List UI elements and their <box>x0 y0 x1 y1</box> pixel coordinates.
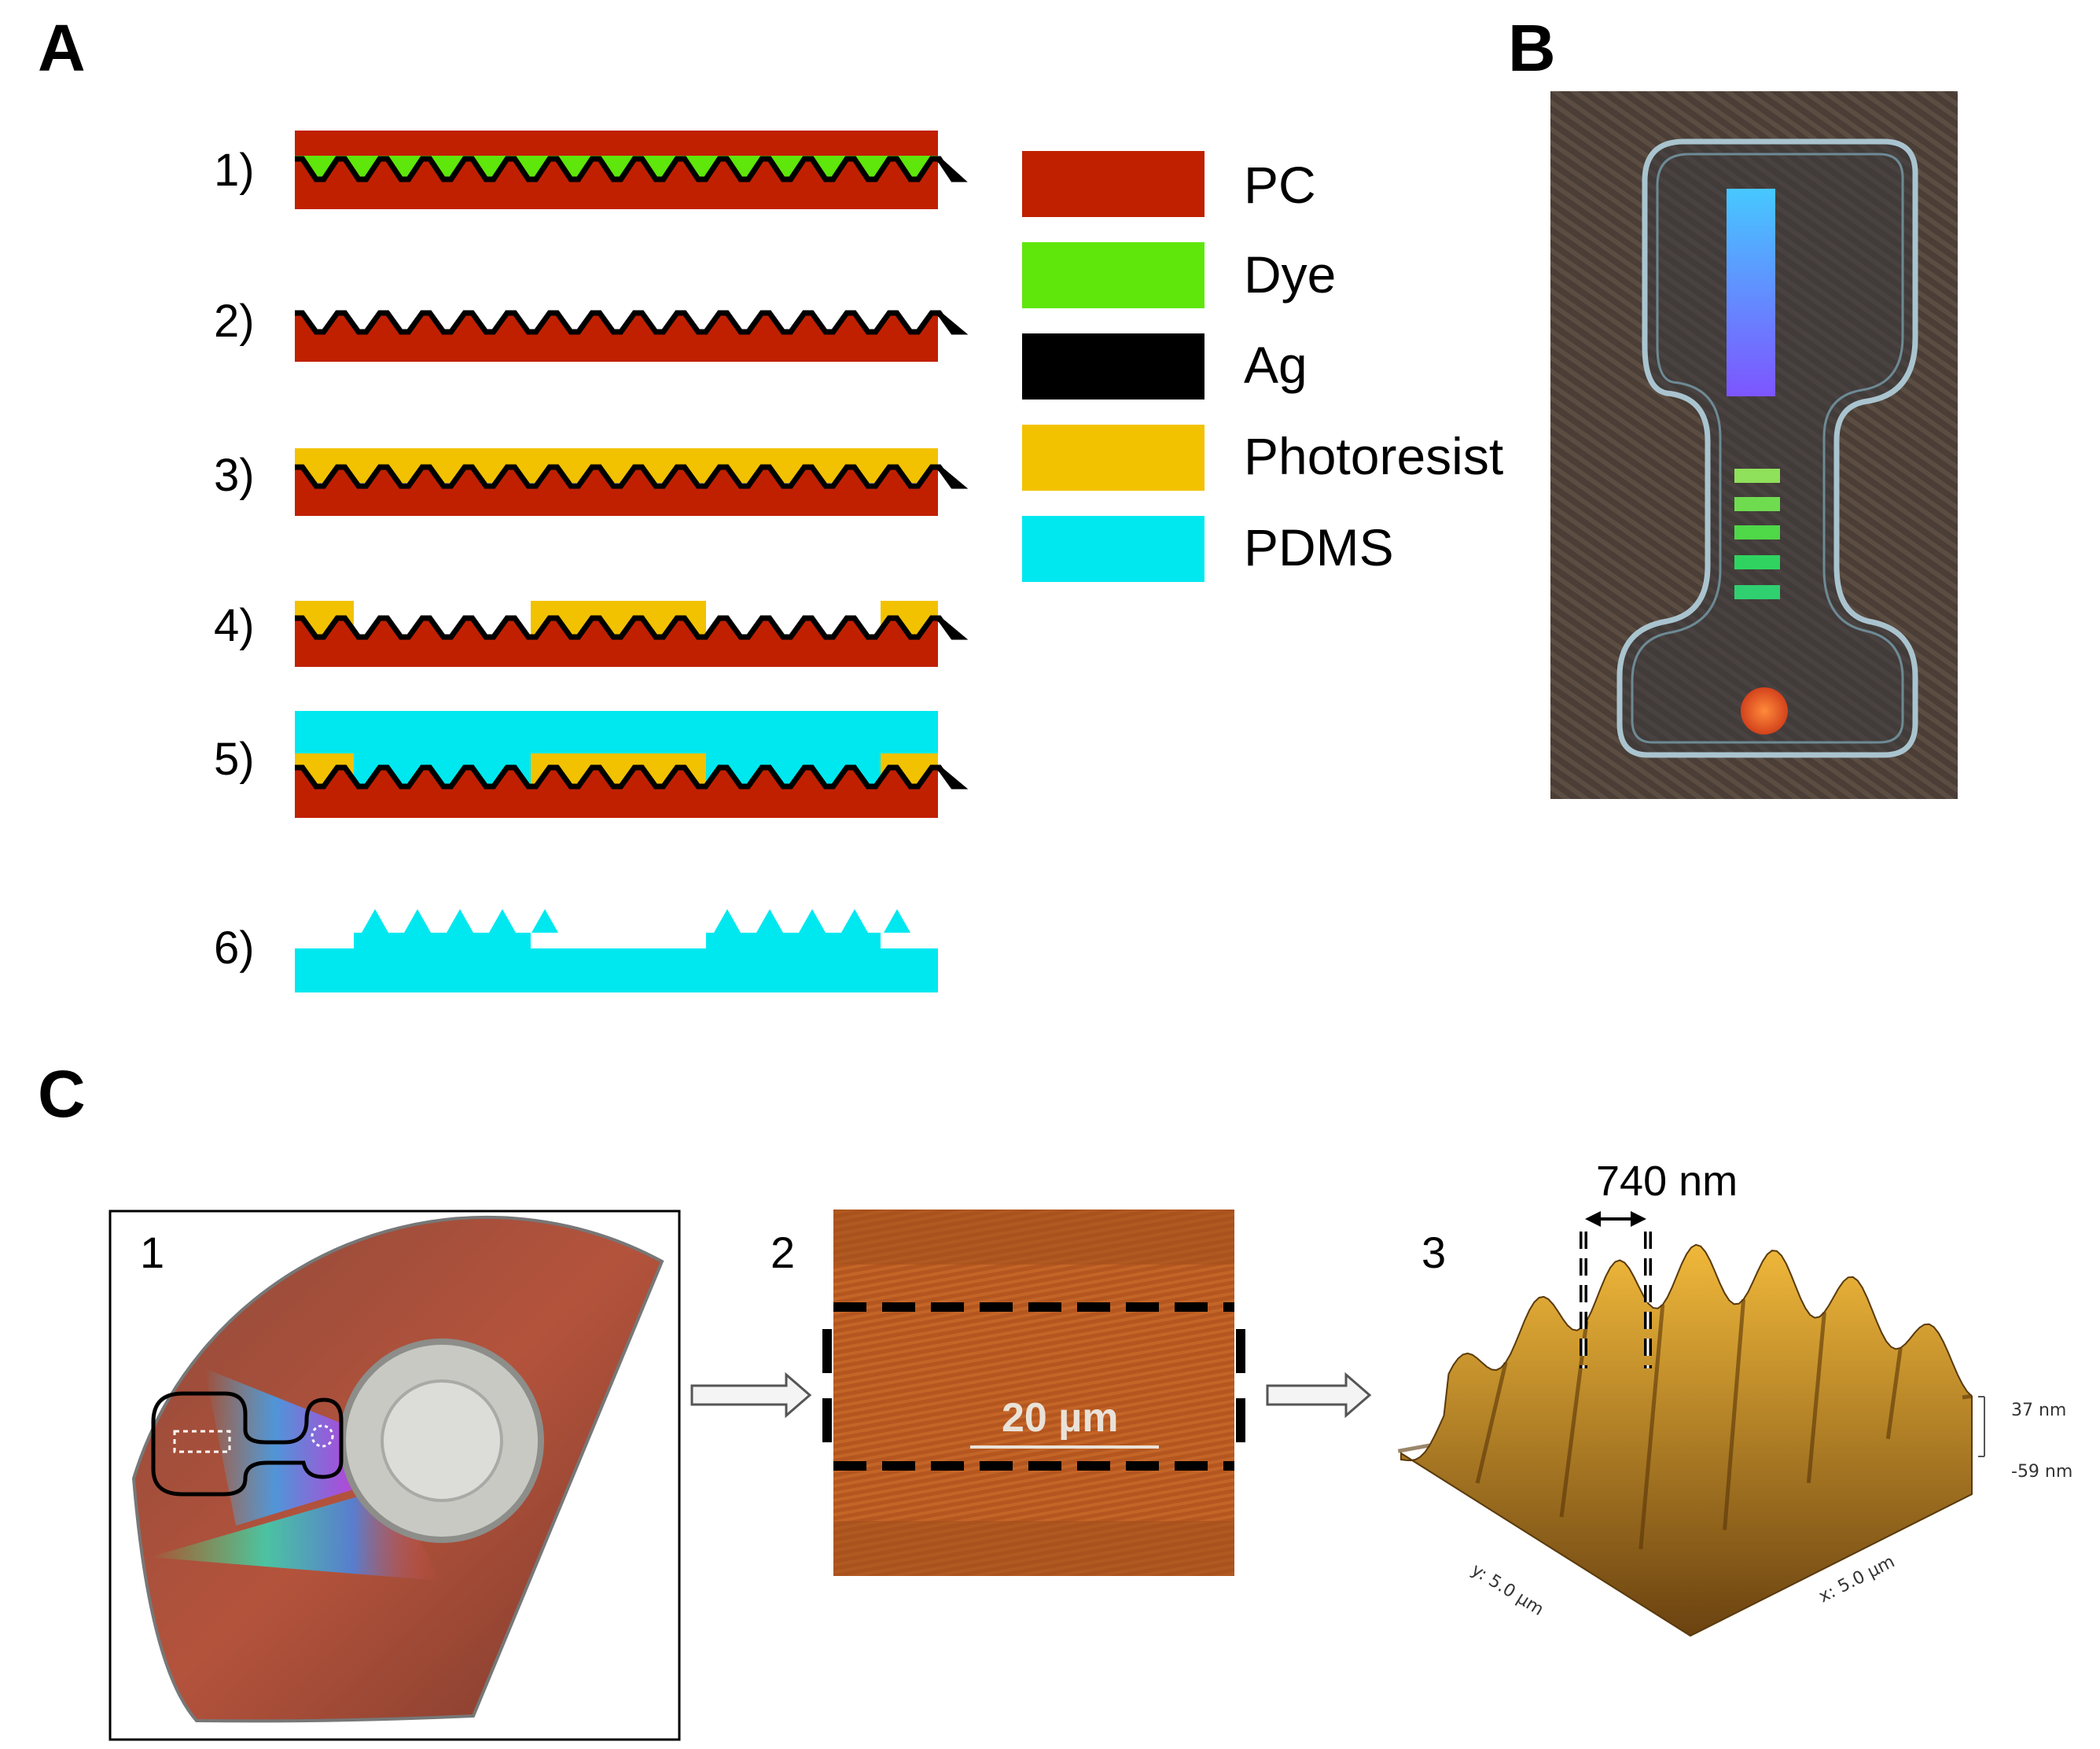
step5-pc <box>295 768 961 818</box>
panel-b-letter: B <box>1508 11 1556 85</box>
legend-label-dye: Dye <box>1244 245 1336 304</box>
scale-bar-label: 20 µm <box>1002 1395 1118 1441</box>
step-label-1: 1) <box>214 145 255 196</box>
microscope-image: 20 µm <box>822 1210 1245 1576</box>
afm-ridge-shadow <box>1723 1298 1746 1530</box>
step-label-4: 4) <box>214 600 255 651</box>
microscope-band-bottom <box>833 1521 1234 1576</box>
step-labels: 1) 2) 3) 4) 5) 6) <box>214 145 255 974</box>
step1-ag <box>295 156 968 182</box>
legend: PC Dye Ag Photoresist PDMS <box>1022 151 1503 582</box>
step5-pdms <box>295 711 938 755</box>
afm-ridge-shadow <box>1638 1304 1665 1550</box>
step-label-6: 6) <box>214 922 255 974</box>
legend-label-pdms: PDMS <box>1244 518 1394 576</box>
step3-photoresist <box>295 448 938 483</box>
legend-swatch-ag <box>1022 333 1204 400</box>
sub-label-3: 3 <box>1421 1228 1446 1277</box>
step2-pc <box>295 313 961 362</box>
panel-c-letter: C <box>38 1057 86 1131</box>
afm-ridge-shadow <box>1885 1347 1903 1439</box>
panel-a-letter: A <box>38 11 86 85</box>
cd-photo-frame <box>108 1210 681 1741</box>
sub-label-2: 2 <box>770 1228 795 1277</box>
device-outline-on-cd <box>151 1391 344 1497</box>
cd-center-hole <box>381 1379 503 1502</box>
cd-photo <box>131 1215 664 1723</box>
arrow-2-to-3 <box>1266 1372 1372 1419</box>
grating-region-dashed <box>173 1430 231 1453</box>
microscope-band-top <box>833 1210 1234 1265</box>
y-axis-label: y: 5.0 µm <box>1468 1560 1547 1620</box>
step1-pc-top <box>295 131 938 156</box>
device-photo <box>1550 91 1958 799</box>
step1-pc <box>295 159 961 209</box>
chamber-inner-outline <box>1631 153 1904 744</box>
afm-ridge-shadow <box>1475 1361 1508 1484</box>
legend-label-pc: PC <box>1244 156 1316 214</box>
step3-ag <box>295 464 969 489</box>
step2-ag <box>295 310 969 335</box>
period-label: 740 nm <box>1596 1158 1738 1205</box>
step-label-2: 2) <box>214 296 255 347</box>
legend-swatch-dye <box>1022 242 1204 308</box>
step-label-3: 3) <box>214 450 255 501</box>
period-arrow-right-head <box>1631 1211 1646 1227</box>
z-max-label: 37 nm <box>2011 1401 2066 1420</box>
legend-swatch-pdms <box>1022 516 1204 582</box>
step4-ag <box>295 615 969 640</box>
sub-label-1: 1 <box>140 1228 164 1277</box>
afm-image: 37 nm -59 nm y: 5.0 µm x: 5.0 µm <box>1397 1211 2072 1637</box>
step1-dye <box>295 156 938 179</box>
legend-label-photoresist: Photoresist <box>1244 427 1503 485</box>
step4-pc <box>295 618 961 667</box>
arrow-1-to-2 <box>690 1372 812 1419</box>
layer-diagrams <box>295 131 969 992</box>
afm-ridge-shadow <box>1397 1443 1430 1453</box>
z-min-label: -59 nm <box>2011 1462 2072 1482</box>
period-arrow-left-head <box>1585 1211 1601 1227</box>
step6-pdms-replica <box>295 909 938 992</box>
step3-pc <box>295 467 961 516</box>
spot-region-dashed <box>311 1424 334 1448</box>
green-grating-bars <box>1734 469 1780 599</box>
afm-ridge-shadow <box>1806 1312 1826 1483</box>
legend-label-ag: Ag <box>1244 336 1307 394</box>
step5-ag <box>295 764 969 790</box>
afm-surface <box>1400 1243 1973 1637</box>
legend-swatch-pc <box>1022 151 1204 217</box>
legend-swatch-photoresist <box>1022 425 1204 491</box>
afm-ridges <box>1397 1298 1973 1550</box>
chamber-outline <box>1616 138 1918 758</box>
orange-dot <box>1741 687 1788 735</box>
blue-grating-area <box>1727 189 1775 396</box>
afm-ridge-shadow <box>1962 1394 1973 1400</box>
cd-rainbow-reflection-1 <box>204 1368 440 1526</box>
step-label-5: 5) <box>214 734 255 785</box>
microscope-background <box>833 1210 1234 1576</box>
